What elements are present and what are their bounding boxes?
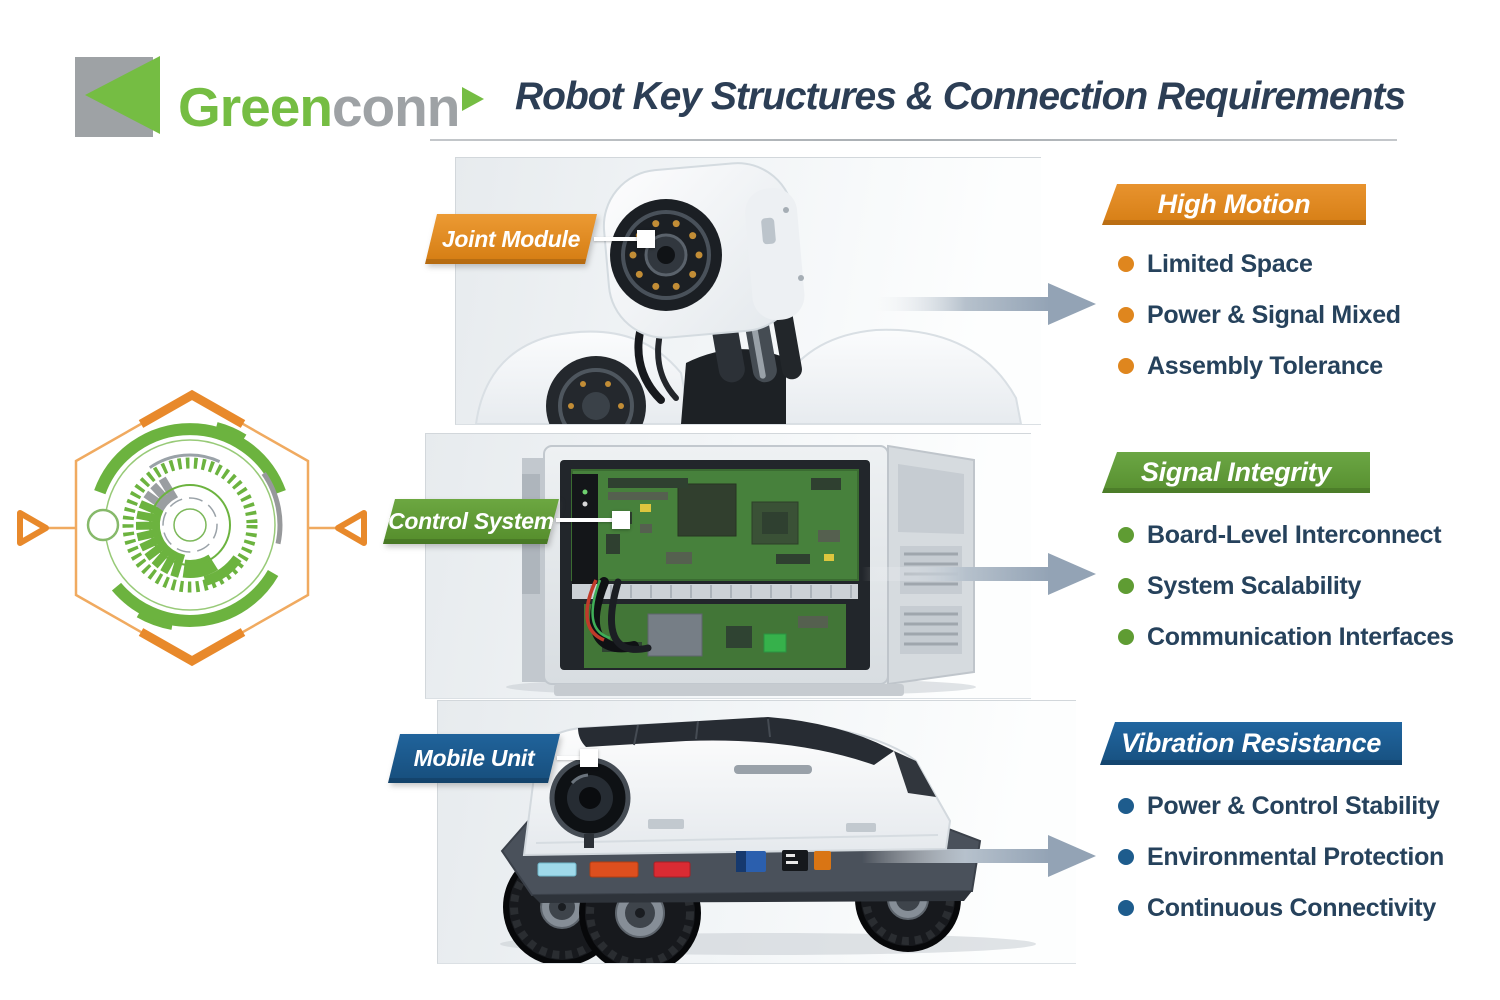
robot-bust-panel xyxy=(455,157,1041,425)
hexagon-tech-emblem-icon xyxy=(17,389,367,667)
bullet-text: Communication Interfaces xyxy=(1147,622,1454,651)
robot-bust-illustration xyxy=(474,162,1023,424)
flow-arrow-icon xyxy=(862,553,1096,595)
bullet-dot-icon xyxy=(1118,307,1134,323)
bullet-dot-icon xyxy=(1118,256,1134,272)
logo-back-triangle-icon xyxy=(85,56,160,134)
callout-mobile-unit: Mobile Unit xyxy=(388,734,560,783)
requirement-banner-signal-integrity: Signal Integrity xyxy=(1102,452,1370,493)
bullet-text: Power & Signal Mixed xyxy=(1147,300,1401,329)
callout-label: Joint Module xyxy=(425,214,597,264)
bullet-dot-icon xyxy=(1118,849,1134,865)
flow-arrow-icon xyxy=(862,835,1096,877)
callout-connector-endpoint xyxy=(637,230,655,248)
list-item: Limited Space xyxy=(1118,246,1401,282)
bullet-dot-icon xyxy=(1118,527,1134,543)
bullet-text: System Scalability xyxy=(1147,571,1362,600)
bullet-dot-icon xyxy=(1118,900,1134,916)
mobile-unit-illustration xyxy=(500,717,1036,963)
logo-wordmark-green: Green xyxy=(178,76,332,138)
green-tech-dial xyxy=(86,422,286,630)
hexagon-top-chevron xyxy=(138,389,246,428)
list-item: System Scalability xyxy=(1118,568,1454,604)
callout-connector-endpoint xyxy=(580,749,598,767)
callout-joint-module: Joint Module xyxy=(425,214,597,264)
bullet-text: Board-Level Interconnect xyxy=(1147,520,1442,549)
bullet-list-high-motion: Limited Space Power & Signal Mixed Assem… xyxy=(1118,246,1401,399)
requirement-banner-vibration-resistance: Vibration Resistance xyxy=(1100,722,1402,765)
left-inward-triangle-icon xyxy=(17,510,49,546)
callout-label: Control System xyxy=(383,499,559,544)
logo-forward-triangle-icon xyxy=(462,87,484,111)
bullet-text: Assembly Tolerance xyxy=(1147,351,1383,380)
control-cabinet-illustration xyxy=(506,444,976,696)
bullet-dot-icon xyxy=(1118,578,1134,594)
callout-label: Mobile Unit xyxy=(388,734,560,783)
bullet-text: Continuous Connectivity xyxy=(1147,893,1436,922)
page-title: Robot Key Structures & Connection Requir… xyxy=(515,75,1406,118)
bottom-pcb xyxy=(584,604,846,668)
list-item: Power & Control Stability xyxy=(1118,788,1444,824)
bullet-dot-icon xyxy=(1118,358,1134,374)
bullet-text: Power & Control Stability xyxy=(1147,791,1440,820)
bullet-text: Limited Space xyxy=(1147,249,1313,278)
callout-connector-line xyxy=(556,518,618,522)
list-item: Environmental Protection xyxy=(1118,839,1444,875)
callout-connector-endpoint xyxy=(612,511,630,529)
list-item: Power & Signal Mixed xyxy=(1118,297,1401,333)
callout-control-system: Control System xyxy=(383,499,559,544)
callout-connector-line xyxy=(594,237,640,241)
list-item: Assembly Tolerance xyxy=(1118,348,1401,384)
title-divider xyxy=(430,139,1397,141)
list-item: Continuous Connectivity xyxy=(1118,890,1444,926)
logo-wordmark: Greenconn xyxy=(178,76,459,138)
requirement-banner-high-motion: High Motion xyxy=(1102,184,1366,225)
bullet-dot-icon xyxy=(1118,629,1134,645)
control-cabinet-panel xyxy=(425,433,1031,699)
dial-side-node xyxy=(86,508,120,542)
bullet-list-signal-integrity: Board-Level Interconnect System Scalabil… xyxy=(1118,517,1454,670)
logo-wordmark-gray: conn xyxy=(332,76,459,138)
flow-arrow-icon xyxy=(862,283,1096,325)
canopy xyxy=(578,717,894,765)
list-item: Board-Level Interconnect xyxy=(1118,517,1454,553)
indicator-lights xyxy=(537,850,831,878)
bullet-list-vibration-resistance: Power & Control Stability Environmental … xyxy=(1118,788,1444,941)
list-item: Communication Interfaces xyxy=(1118,619,1454,655)
hexagon-bottom-chevron xyxy=(138,628,246,667)
greenconn-logo: Greenconn xyxy=(75,56,484,138)
bullet-dot-icon xyxy=(1118,798,1134,814)
right-inward-triangle-icon xyxy=(335,510,367,546)
callout-connector-line xyxy=(557,756,585,760)
bullet-text: Environmental Protection xyxy=(1147,842,1445,871)
